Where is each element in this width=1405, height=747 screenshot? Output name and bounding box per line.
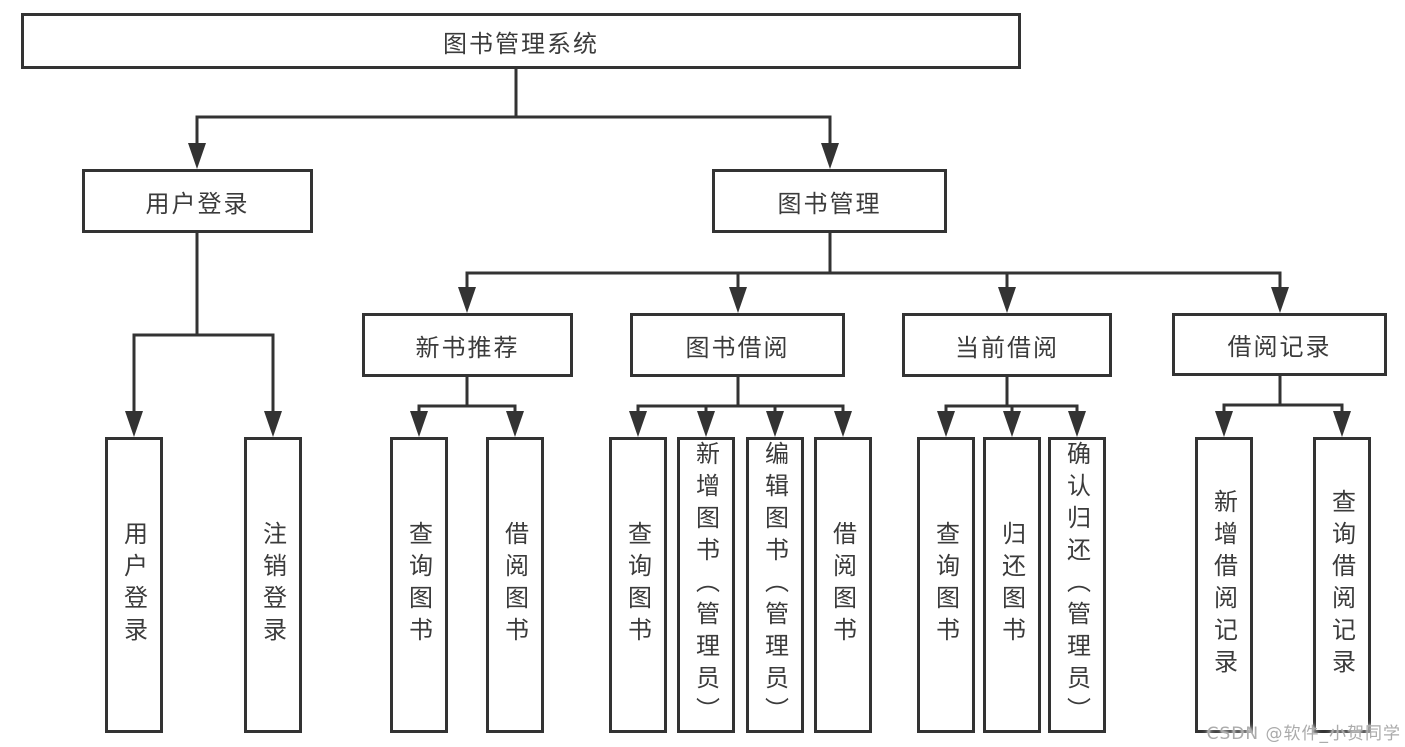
node-label: 图书管理系统 bbox=[443, 29, 599, 58]
arrowhead-icon bbox=[937, 411, 955, 437]
connector-line bbox=[465, 377, 517, 417]
arrowhead-icon bbox=[410, 411, 428, 437]
arrowhead-icon bbox=[1215, 411, 1233, 437]
node-leaf-query-borrow-record: 查询借阅记录 bbox=[1313, 437, 1371, 733]
connector-line bbox=[736, 377, 845, 417]
arrowhead-icon bbox=[188, 143, 206, 169]
node-book-management: 图书管理 bbox=[712, 169, 947, 233]
arrowhead-icon bbox=[125, 411, 143, 437]
node-label: 当前借阅 bbox=[955, 333, 1059, 362]
arrowhead-icon bbox=[697, 411, 715, 437]
connector-line bbox=[195, 233, 275, 417]
connector-line bbox=[1222, 376, 1282, 417]
node-label: 查询借阅记录 bbox=[1327, 489, 1356, 681]
arrowhead-icon bbox=[766, 411, 784, 437]
node-label: 注销登录 bbox=[258, 521, 287, 649]
node-leaf-borrow-book-1: 借阅图书 bbox=[486, 437, 544, 733]
arrowhead-icon bbox=[998, 287, 1016, 313]
arrowhead-icon bbox=[1003, 411, 1021, 437]
connector-line bbox=[1005, 377, 1079, 417]
connector-line bbox=[828, 233, 1282, 293]
node-label: 查询图书 bbox=[404, 521, 433, 649]
node-leaf-logout: 注销登录 bbox=[244, 437, 302, 733]
connector-line bbox=[1278, 376, 1344, 417]
arrowhead-icon bbox=[834, 411, 852, 437]
node-leaf-add-book-admin: 新增图书（管理员） bbox=[677, 437, 735, 733]
node-leaf-add-borrow-record: 新增借阅记录 bbox=[1195, 437, 1253, 733]
connector-line bbox=[944, 377, 1009, 417]
node-label: 用户登录 bbox=[145, 189, 250, 218]
node-label: 查询图书 bbox=[931, 521, 960, 649]
node-book-borrow: 图书借阅 bbox=[630, 313, 845, 377]
node-label: 归还图书 bbox=[997, 521, 1026, 649]
node-label: 新增借阅记录 bbox=[1209, 489, 1238, 681]
connector-line bbox=[465, 233, 832, 293]
node-label: 新增图书（管理员） bbox=[691, 441, 720, 729]
node-leaf-query-book-1: 查询图书 bbox=[390, 437, 448, 733]
node-label: 借阅图书 bbox=[828, 521, 857, 649]
connector-line bbox=[514, 69, 832, 149]
arrowhead-icon bbox=[729, 287, 747, 313]
node-user-login: 用户登录 bbox=[82, 169, 313, 233]
node-leaf-query-book-3: 查询图书 bbox=[917, 437, 975, 733]
node-root: 图书管理系统 bbox=[21, 13, 1021, 69]
arrowhead-icon bbox=[506, 411, 524, 437]
node-label: 借阅记录 bbox=[1227, 333, 1332, 361]
arrowhead-icon bbox=[1068, 411, 1086, 437]
connector-line bbox=[132, 233, 199, 417]
node-label: 查询图书 bbox=[623, 521, 652, 649]
watermark: CSDN @软件_小贺同学 bbox=[1206, 724, 1401, 744]
arrowhead-icon bbox=[821, 143, 839, 169]
node-leaf-edit-book-admin: 编辑图书（管理员） bbox=[746, 437, 804, 733]
node-new-book-recommend: 新书推荐 bbox=[362, 313, 573, 377]
arrowhead-icon bbox=[458, 287, 476, 313]
node-label: 确认归还（管理员） bbox=[1062, 441, 1091, 729]
node-label: 图书管理 bbox=[777, 189, 882, 218]
arrowhead-icon bbox=[264, 411, 282, 437]
node-leaf-borrow-book-2: 借阅图书 bbox=[814, 437, 872, 733]
arrowhead-icon bbox=[1271, 287, 1289, 313]
node-leaf-return-book: 归还图书 bbox=[983, 437, 1041, 733]
node-leaf-confirm-return-admin: 确认归还（管理员） bbox=[1048, 437, 1106, 733]
node-leaf-user-login: 用户登录 bbox=[105, 437, 163, 733]
arrowhead-icon bbox=[1333, 411, 1351, 437]
connector-line bbox=[195, 69, 518, 149]
node-borrow-records: 借阅记录 bbox=[1172, 313, 1387, 376]
connector-line bbox=[736, 233, 832, 293]
node-current-borrow: 当前借阅 bbox=[902, 313, 1112, 377]
node-label: 图书借阅 bbox=[685, 333, 790, 362]
node-label: 用户登录 bbox=[119, 521, 148, 649]
node-label: 新书推荐 bbox=[415, 333, 520, 362]
connector-line bbox=[636, 377, 740, 417]
arrowhead-icon bbox=[629, 411, 647, 437]
node-leaf-query-book-2: 查询图书 bbox=[609, 437, 667, 733]
node-label: 借阅图书 bbox=[500, 521, 529, 649]
connector-line bbox=[828, 233, 1009, 293]
node-label: 编辑图书（管理员） bbox=[760, 441, 789, 729]
